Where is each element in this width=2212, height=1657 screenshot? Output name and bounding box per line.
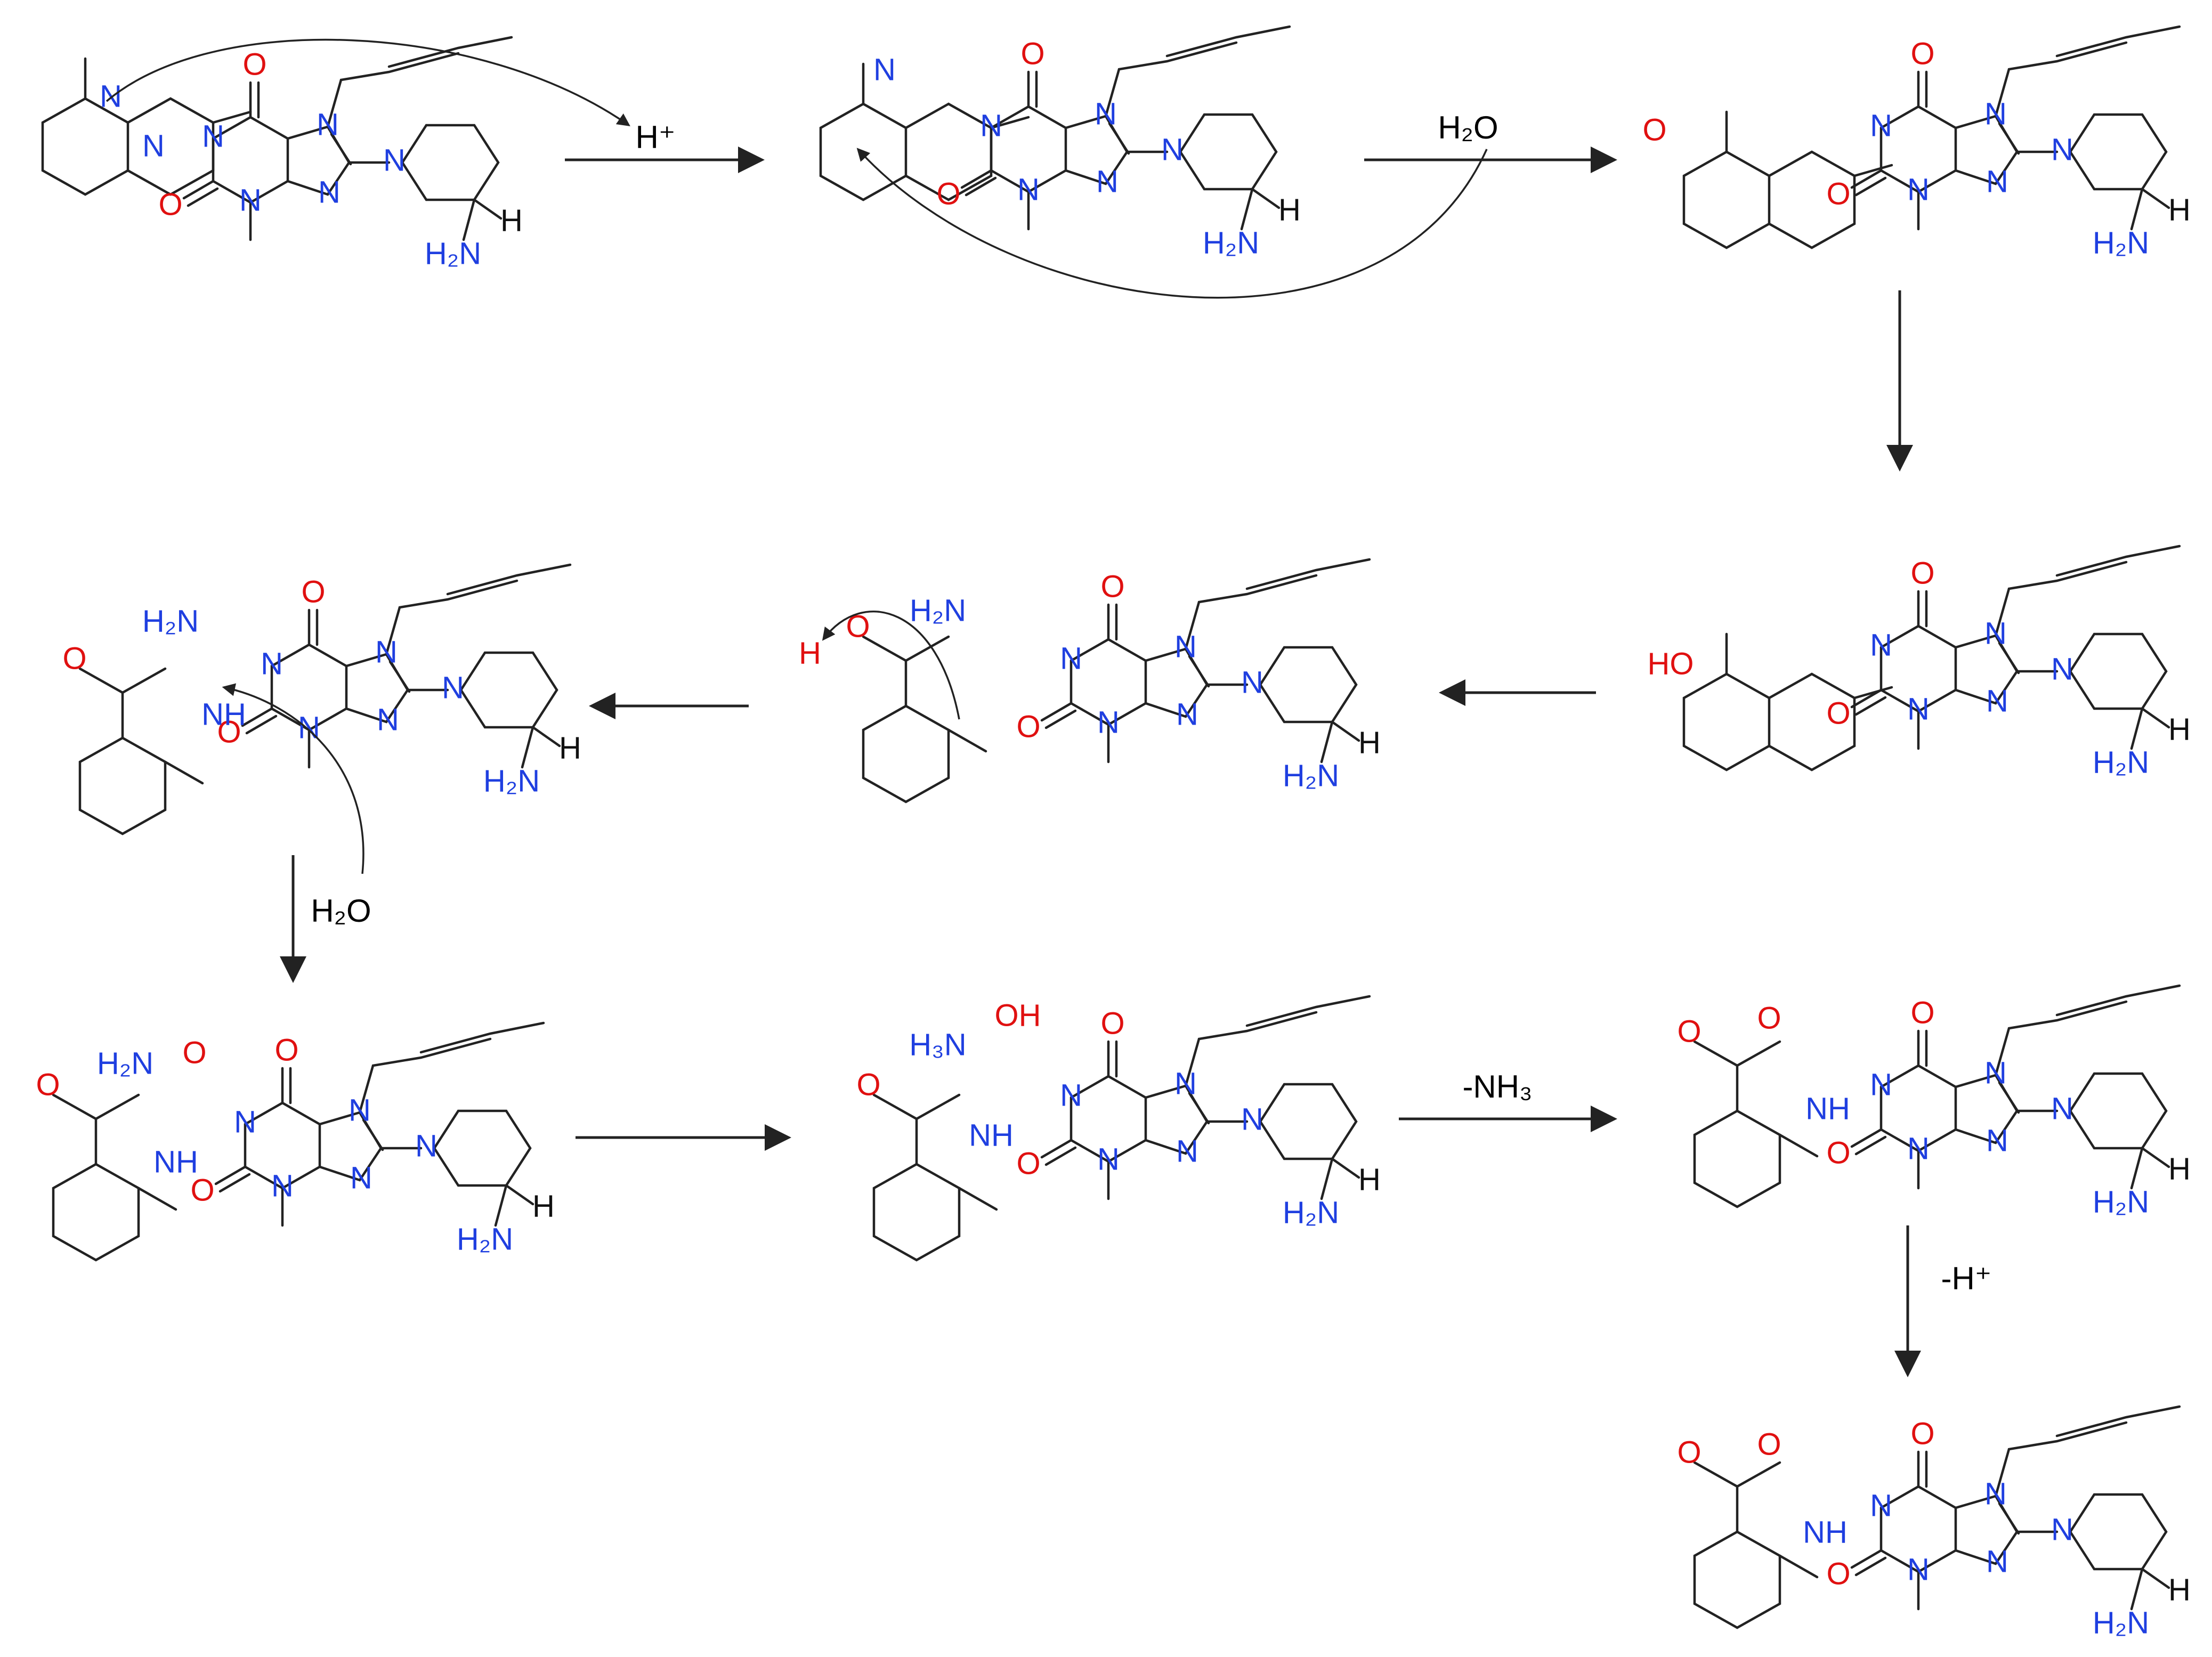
structure-9: O NH bbox=[1677, 986, 2191, 1219]
curved-arrow bbox=[856, 148, 1488, 299]
structure-8: H₃N OH NH bbox=[856, 996, 1381, 1260]
reagent-minus-h: -H⁺ bbox=[1941, 1261, 1992, 1296]
curved-arrow bbox=[822, 610, 960, 720]
atom-nh: NH bbox=[1805, 1091, 1850, 1126]
atom-amine: H₂N bbox=[97, 1046, 153, 1081]
curved-arrow bbox=[106, 38, 630, 126]
atom-nh-plus: NH bbox=[201, 697, 246, 732]
atom-nh: NH bbox=[969, 1118, 1014, 1152]
structure-6: H₂N NH bbox=[62, 565, 581, 834]
atom-amine: H₂N bbox=[142, 604, 199, 638]
structure-7: H₂N O NH bbox=[36, 1023, 555, 1260]
structure-5: H₂N H bbox=[799, 559, 1381, 802]
structure-1: N N bbox=[43, 37, 523, 271]
hydronium: H bbox=[799, 636, 821, 670]
atom-amine: H₂N bbox=[910, 593, 966, 628]
reagent-water: H₂O bbox=[1438, 110, 1498, 145]
hydroxyl: OH bbox=[995, 998, 1041, 1033]
reagent-minus-nh3: -NH₃ bbox=[1462, 1069, 1532, 1104]
atom-n: N bbox=[142, 128, 165, 163]
oxonium: O bbox=[1642, 112, 1666, 147]
atom-n: N bbox=[100, 79, 122, 113]
reagent-h-plus: H⁺ bbox=[636, 119, 676, 155]
curved-arrow bbox=[222, 683, 364, 874]
reagent-water: H₂O bbox=[311, 893, 371, 929]
structure-10: O NH bbox=[1677, 1407, 2191, 1640]
hydroxyl: HO bbox=[1648, 646, 1694, 681]
structure-3: O bbox=[1642, 27, 2191, 260]
structure-2: N bbox=[821, 27, 1301, 260]
atom-nh: NH bbox=[153, 1144, 198, 1179]
structure-4: HO bbox=[1648, 546, 2191, 779]
amide-carbonyl: O bbox=[1757, 1427, 1781, 1461]
oxonium: O bbox=[182, 1035, 206, 1070]
atom-ammonium: H₃N bbox=[909, 1027, 966, 1062]
atom-nh-plus: N bbox=[873, 52, 896, 87]
protonated-carbonyl: O bbox=[1757, 1001, 1781, 1035]
atom-nh: NH bbox=[1803, 1515, 1848, 1549]
